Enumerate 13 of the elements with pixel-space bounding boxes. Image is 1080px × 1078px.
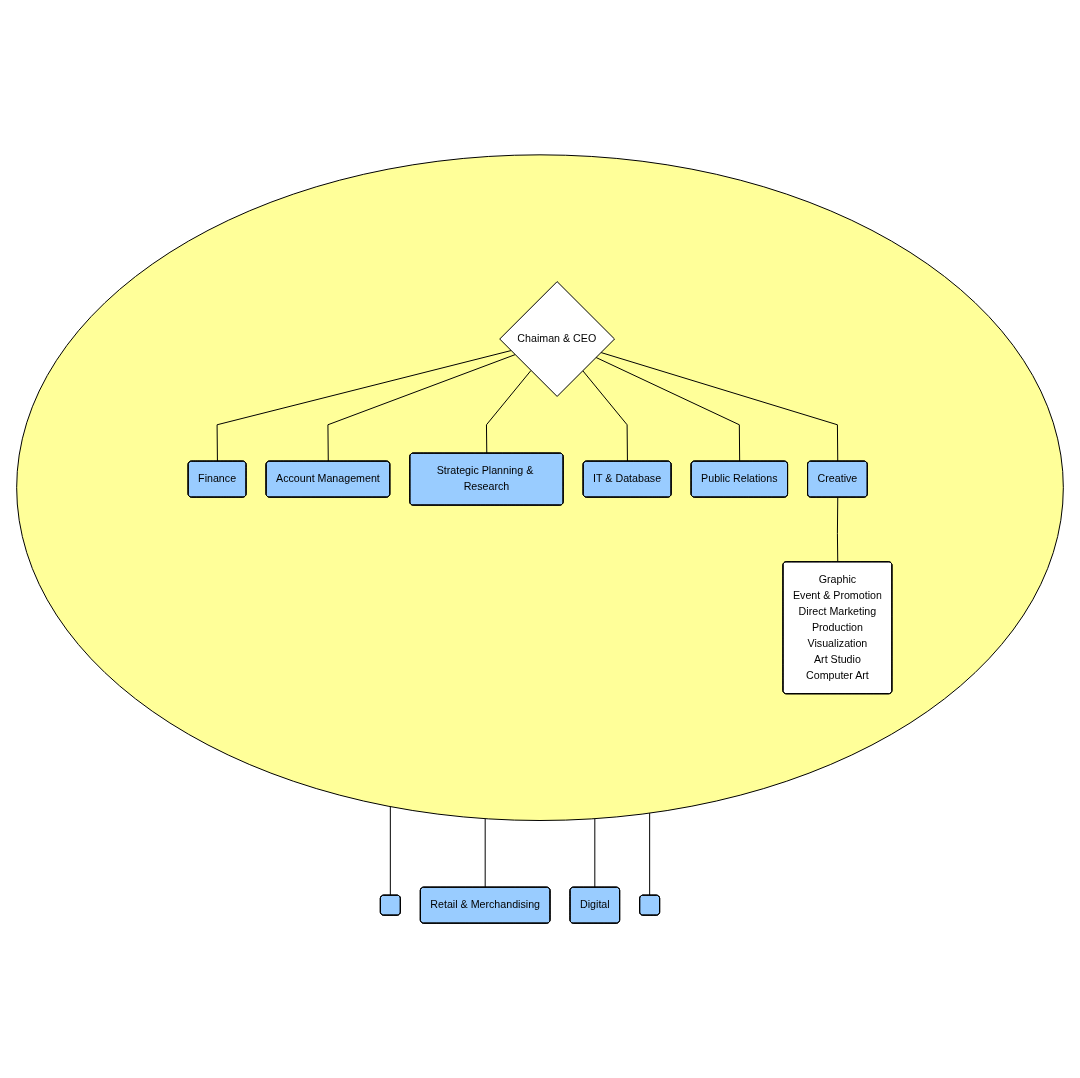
connector	[649, 812, 651, 896]
cluster	[16, 154, 1064, 821]
connector	[594, 818, 596, 888]
connector	[582, 370, 628, 462]
connector	[484, 818, 486, 888]
connector	[216, 350, 512, 462]
node-diamond: Chaiman & CEO	[499, 281, 616, 397]
connector	[389, 806, 391, 896]
connector	[327, 354, 516, 462]
connector	[595, 356, 741, 462]
connector	[485, 370, 532, 454]
connector	[836, 496, 839, 563]
connector	[600, 351, 839, 462]
